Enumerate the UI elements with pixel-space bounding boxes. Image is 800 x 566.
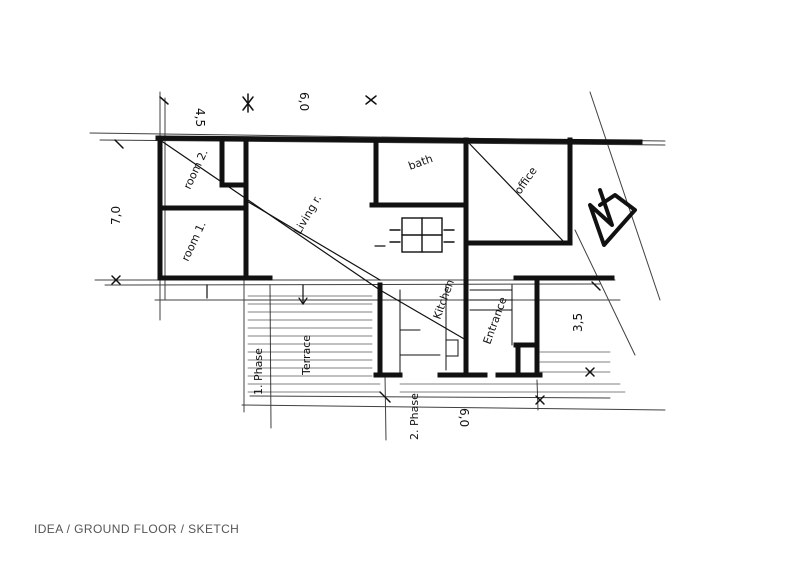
- living-room-label: Living r.: [291, 193, 324, 237]
- entrance-stairs: [469, 284, 513, 346]
- room-2-label: room 2.: [181, 147, 211, 191]
- kitchen-counters: [399, 284, 459, 376]
- dining-table: [389, 217, 455, 253]
- dimension-right: 3,5: [571, 313, 585, 332]
- room-1-label: room 1.: [179, 219, 209, 263]
- dimension-top-2: 6,0: [297, 92, 311, 111]
- dimension-top-1: 4,5: [193, 108, 207, 127]
- phase-2-label: 2. Phase: [408, 393, 421, 440]
- landscape-squiggle: [588, 188, 637, 247]
- dimension-bottom: 6,0: [457, 408, 471, 427]
- room-diagonals: [159, 139, 566, 341]
- terrace-label: Terrace: [300, 335, 313, 376]
- entrance-label: Entrance: [481, 295, 510, 346]
- bath-label: bath: [407, 152, 435, 173]
- walls: [155, 135, 643, 378]
- arrows: [206, 245, 386, 306]
- office-label: office: [512, 164, 540, 196]
- dimension-marks: [111, 93, 601, 405]
- dimension-left: 7,0: [109, 206, 123, 225]
- phase-1-label: 1. Phase: [252, 348, 265, 395]
- terrace-hatching: [247, 295, 626, 393]
- sketch-caption: IDEA / GROUND FLOOR / SKETCH: [34, 522, 240, 536]
